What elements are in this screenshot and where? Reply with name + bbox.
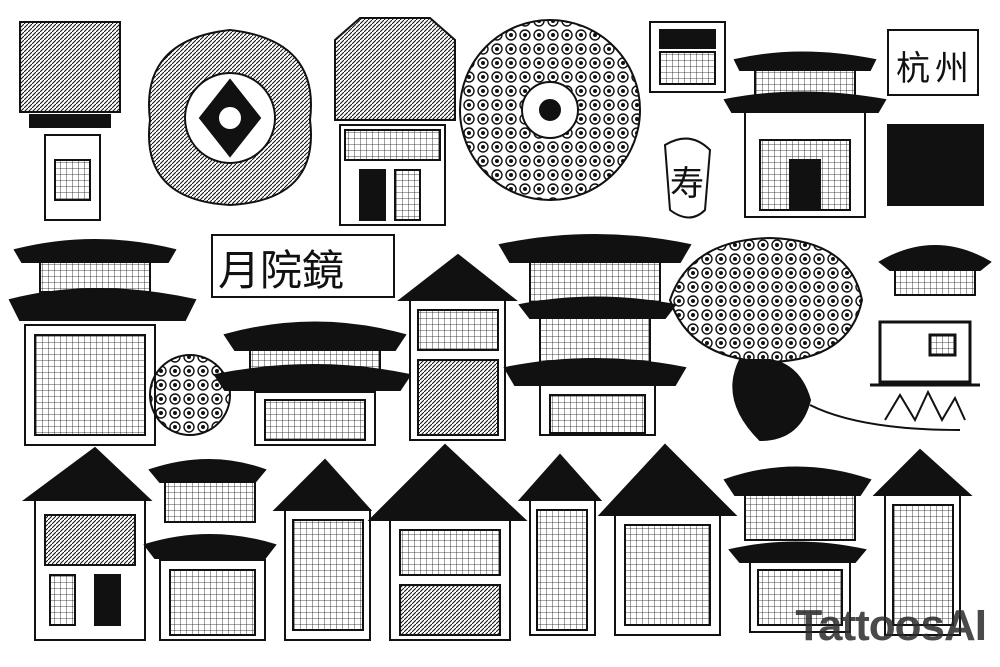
multi-tier-pagoda-icon [498, 234, 692, 436]
seal-stamp-icon: 寿 [663, 137, 712, 219]
pagoda-row3-a-icon [143, 459, 277, 641]
window-panel-icon [887, 124, 984, 206]
house-left-icon [21, 446, 153, 641]
pagoda-row3-b-icon [272, 458, 373, 641]
calligraphy-banner-icon: 月院鏡 [211, 234, 395, 298]
pagoda-top-right-icon [723, 51, 887, 218]
calligraphy-panel-icon: 杭 州 [887, 29, 979, 96]
tiered-pagoda-left-icon [8, 239, 197, 446]
striped-lantern-icon [19, 21, 121, 221]
koi-cloud-icon [668, 236, 961, 442]
pagoda-row3-e-icon [597, 443, 738, 636]
lotus-mandala-icon [148, 28, 312, 207]
dragon-cloud-medallion-icon [459, 19, 641, 201]
pagoda-row3-g-icon [872, 448, 973, 636]
tower-building-icon [334, 17, 456, 226]
small-roof-pavilion-icon [878, 245, 992, 296]
svg-text:月院鏡: 月院鏡 [218, 246, 344, 295]
moon-orb-icon [149, 354, 231, 436]
pagoda-row3-f-icon [723, 466, 872, 633]
pagoda-row3-c-icon [367, 443, 528, 641]
watermark-logo: TattoosAI [795, 601, 987, 650]
framed-window-icon [870, 320, 980, 387]
temple-hall-icon [213, 321, 412, 446]
svg-text:寿: 寿 [670, 164, 704, 204]
pagoda-row3-d-icon [517, 453, 603, 636]
svg-text:杭: 杭 [896, 49, 930, 89]
small-shrine-icon [649, 21, 726, 93]
mountain-peaks-icon [884, 389, 966, 423]
tall-pagoda-center-icon [397, 253, 518, 441]
svg-text:州: 州 [935, 49, 969, 89]
